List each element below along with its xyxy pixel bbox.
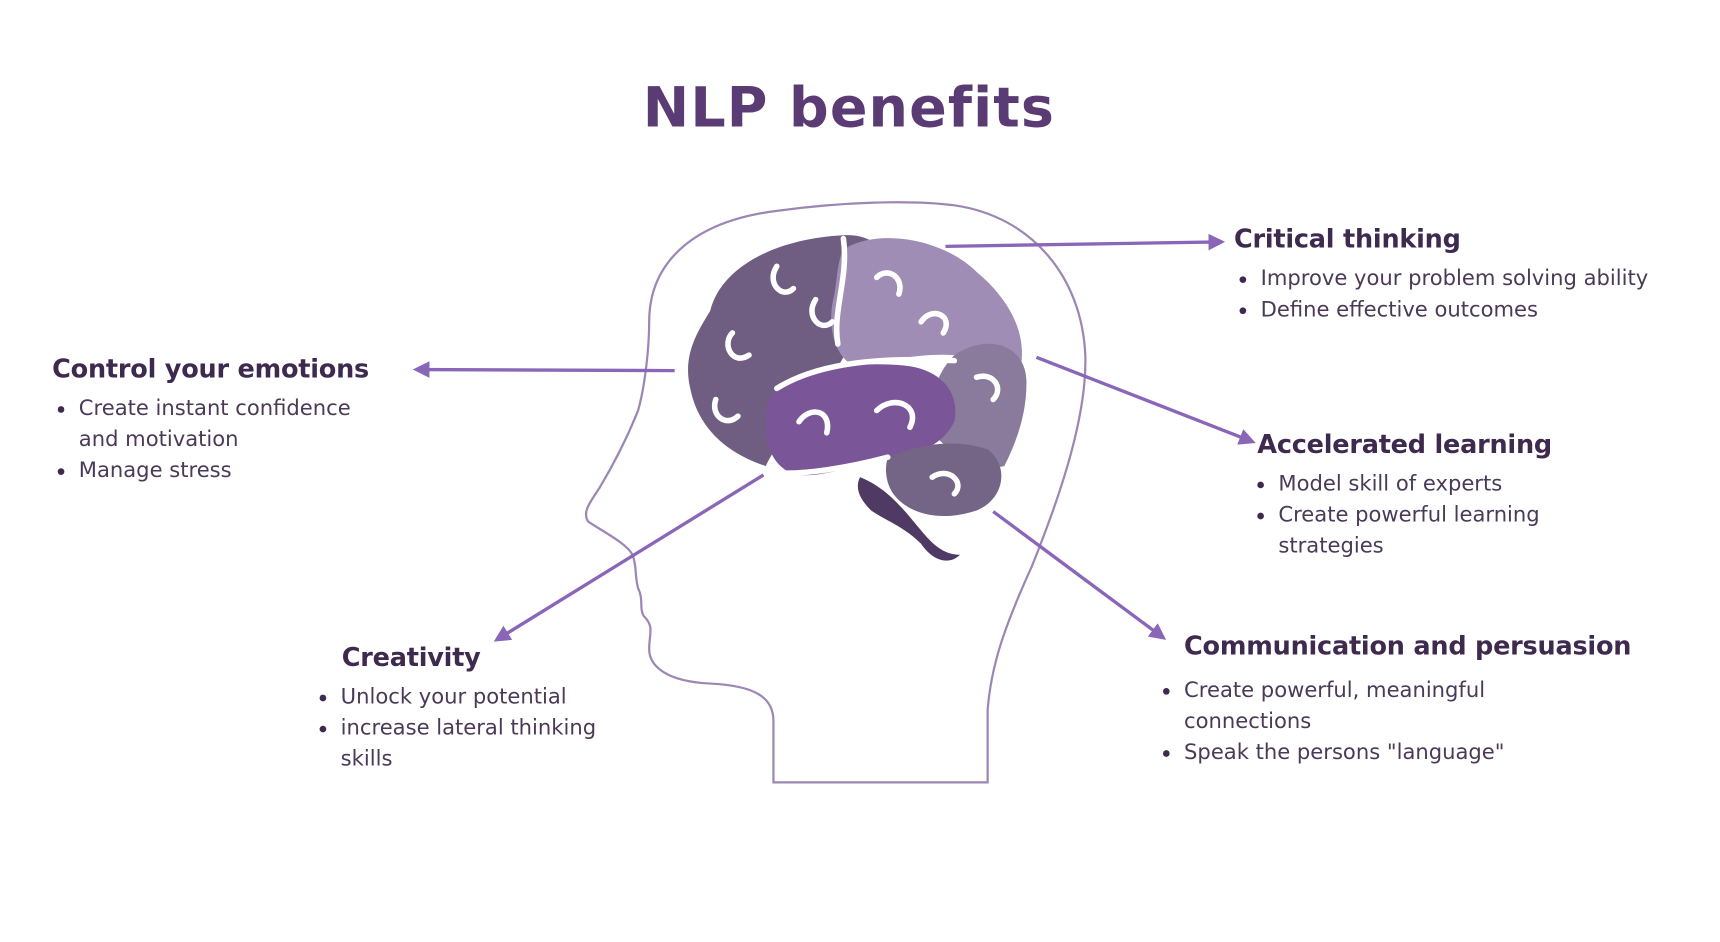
benefit-item: Define effective outcomes	[1239, 294, 1656, 325]
page-title: NLP benefits	[642, 75, 1056, 140]
brain-icon	[688, 235, 1027, 561]
benefit-item: Improve your problem solving ability	[1239, 263, 1656, 294]
benefit-heading: Creativity	[341, 643, 481, 673]
benefit-item: Model skill of experts	[1257, 468, 1595, 499]
benefit-item: Speak the persons "language"	[1162, 737, 1561, 768]
benefit-critical-thinking: Critical thinking Improve your problem s…	[1234, 225, 1656, 325]
benefit-accelerated-learning: Accelerated learning Model skill of expe…	[1252, 431, 1596, 562]
benefit-creativity: Creativity Unlock your potential increas…	[314, 644, 636, 775]
benefit-item: Create powerful, meaningful connections	[1162, 675, 1561, 737]
benefit-heading: Control your emotions	[52, 355, 369, 384]
benefit-control-emotions: Control your emotions Create instant con…	[52, 355, 396, 486]
benefit-heading: Critical thinking	[1233, 225, 1461, 255]
head-outline	[584, 201, 1087, 784]
benefit-heading: Communication and persuasion	[1184, 632, 1632, 662]
benefit-heading: Accelerated learning	[1257, 430, 1552, 460]
arrow-accelerated-learning	[1035, 355, 1256, 445]
benefit-item: Manage stress	[57, 455, 396, 486]
benefit-item: increase lateral thinking skills	[319, 712, 636, 774]
arrow-communication	[992, 510, 1167, 640]
benefit-item: Unlock your potential	[319, 681, 636, 712]
arrow-control-emotions	[412, 361, 675, 378]
benefit-item: Create instant confidence and motivation	[57, 393, 396, 455]
benefit-item: Create powerful learning strategies	[1257, 499, 1595, 561]
arrow-creativity	[493, 473, 765, 642]
benefit-communication: Communication and persuasion Create powe…	[1157, 633, 1667, 768]
arrow-critical-thinking	[945, 233, 1226, 251]
